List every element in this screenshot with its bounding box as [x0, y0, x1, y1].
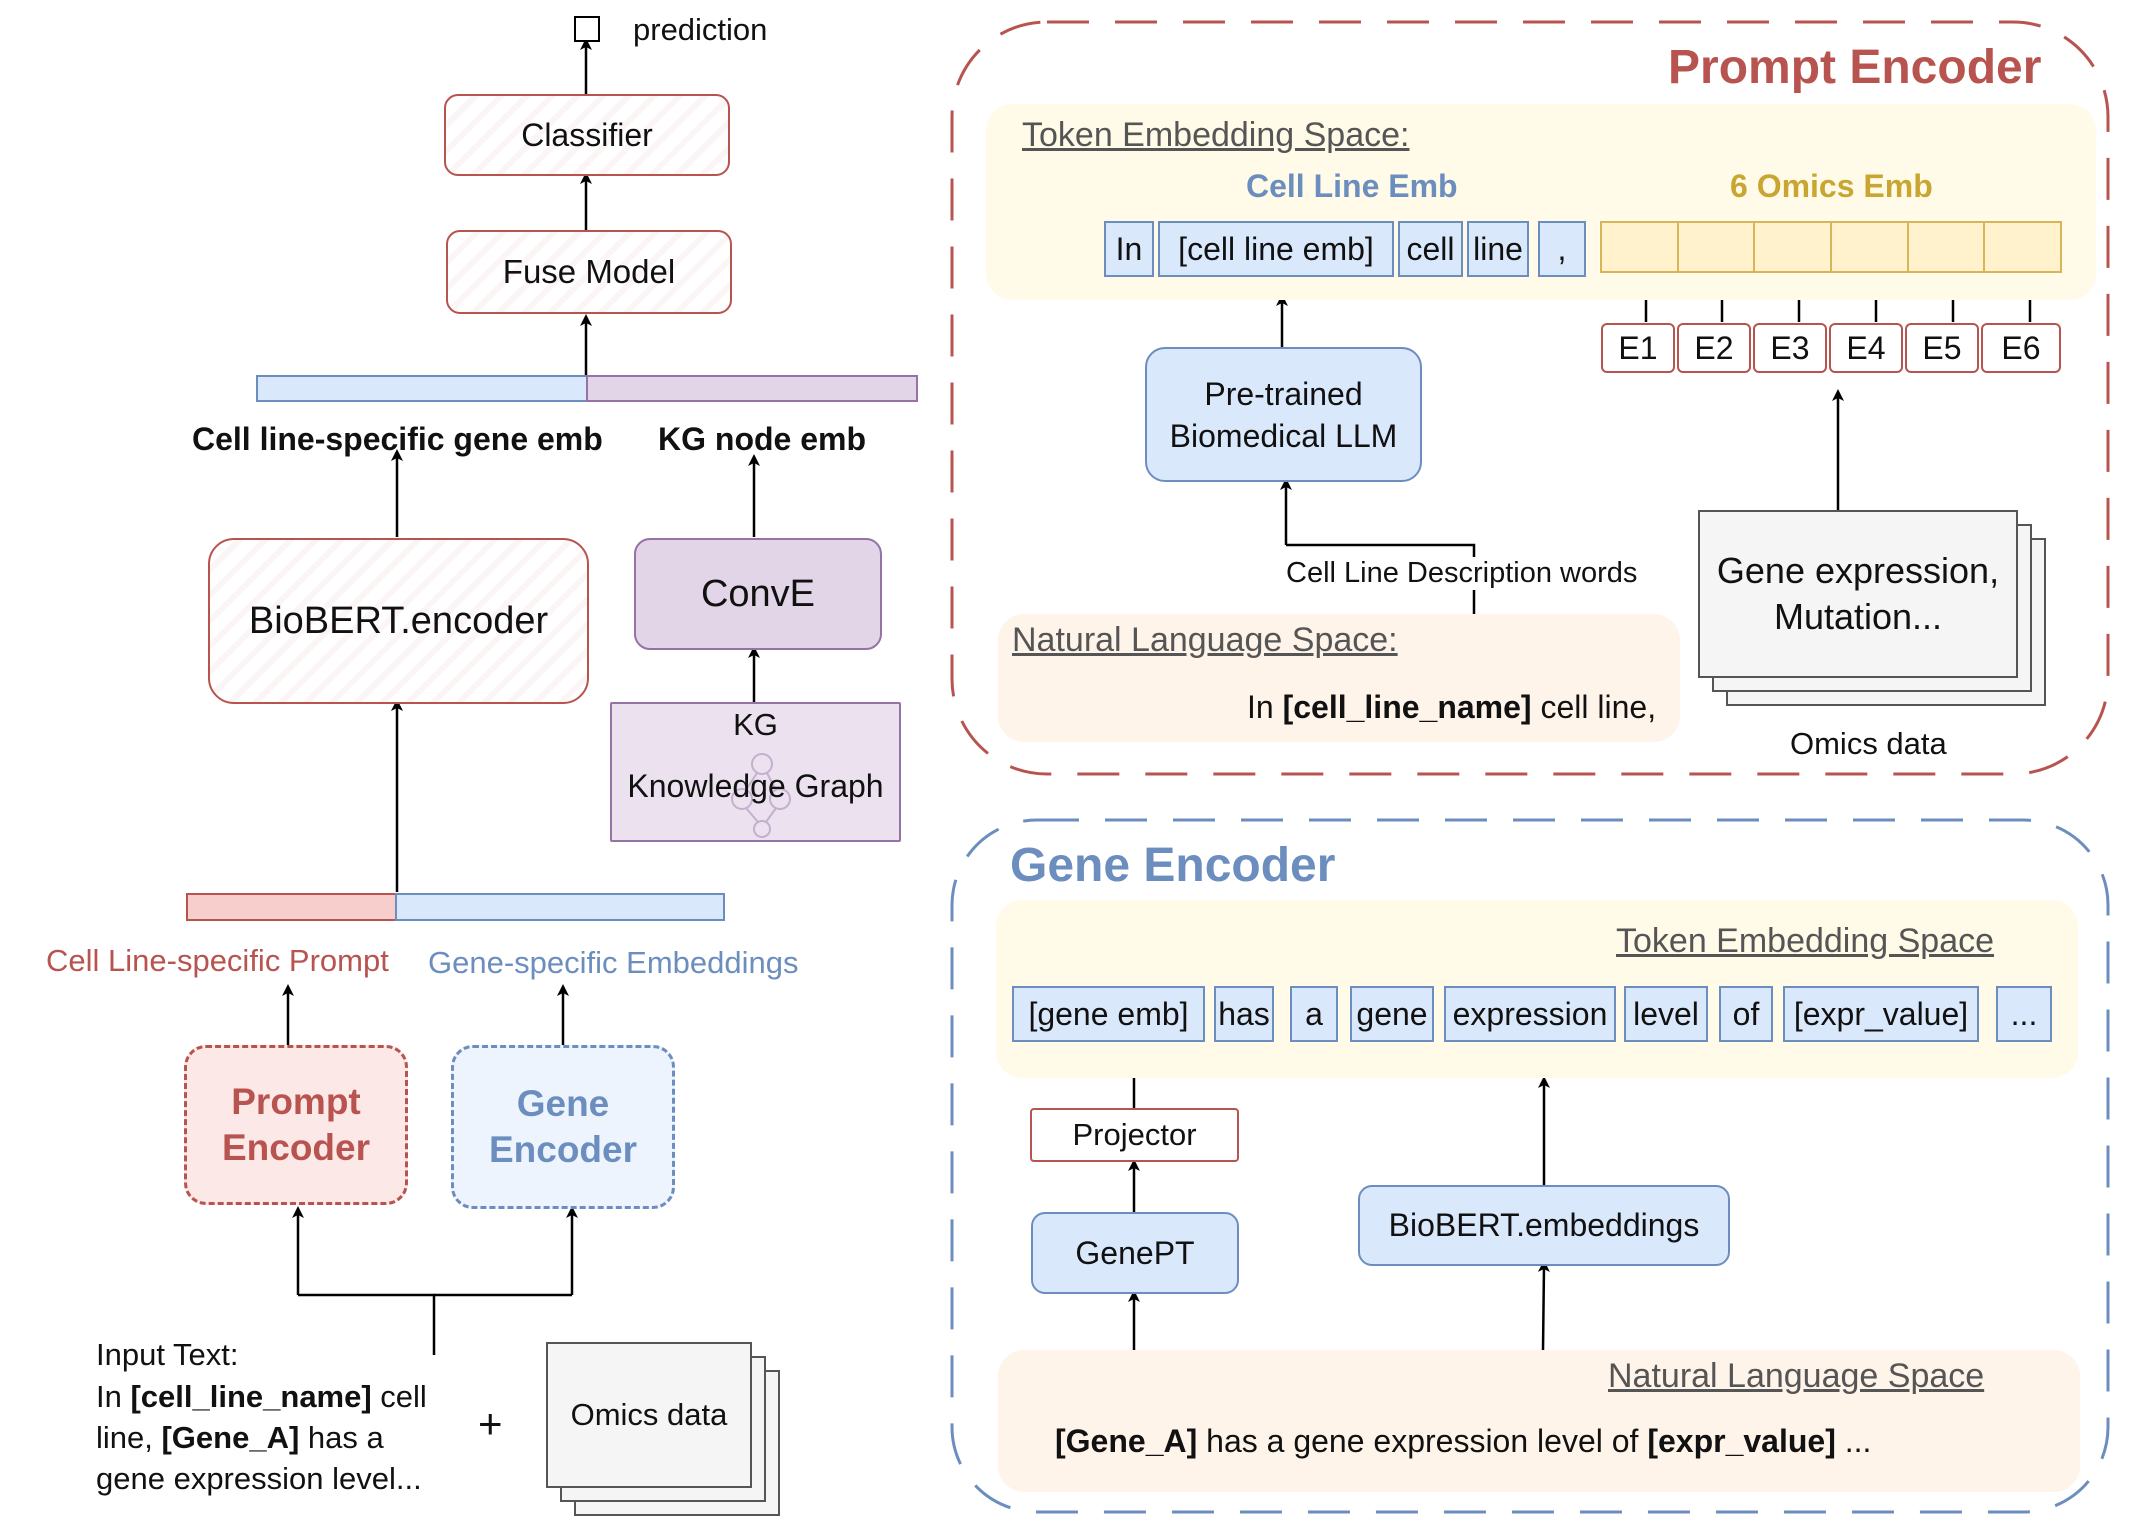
gene-emb-label: Gene-specific Embeddings — [428, 945, 799, 980]
prompt-encoder-title: Prompt Encoder — [1668, 41, 2042, 94]
prompt-encoder-block: Prompt Encoder — [184, 1045, 408, 1205]
pe-token-space-label: Token Embedding Space: — [1022, 116, 1410, 154]
classifier-box: Classifier — [444, 94, 730, 176]
gene-encoder-line1: Gene — [516, 1083, 610, 1124]
prompt-encoder-region — [950, 20, 2110, 776]
omics-e-box: E6 — [1981, 323, 2061, 373]
input-text-line2: line, [Gene_A] has a — [96, 1420, 384, 1455]
pe-nl-space-panel — [998, 614, 1680, 742]
omics-caption: Omics data — [1790, 726, 1947, 761]
ge-token: expression — [1444, 986, 1616, 1042]
prompt-encoder-line1: Prompt — [231, 1081, 361, 1122]
input-text-block: Input Text: In [cell_line_name] cell lin… — [96, 1334, 476, 1499]
prompt-embedding-bar — [186, 893, 397, 921]
projector-box: Projector — [1030, 1108, 1239, 1162]
biobert-encoder-box: BioBERT.encoder — [208, 538, 589, 704]
ge-nl-space-panel — [998, 1350, 2080, 1492]
omics-right-line1: Gene expression, — [1716, 550, 2000, 591]
omics-e-box: E1 — [1601, 323, 1675, 373]
prediction-label: prediction — [633, 12, 768, 47]
pe-token: In — [1104, 221, 1154, 277]
omics-e-box: E2 — [1677, 323, 1751, 373]
omics-emb-label: 6 Omics Emb — [1730, 168, 1933, 204]
gene-encoder-title: Gene Encoder — [1010, 839, 1336, 892]
fuse-model-box: Fuse Model — [446, 230, 732, 314]
omics-e-box: E3 — [1753, 323, 1827, 373]
ge-token: ... — [1996, 986, 2052, 1042]
ge-token: a — [1290, 986, 1338, 1042]
ge-nl-sentence: [Gene_A] has a gene expression level of … — [1055, 1423, 1872, 1459]
kg-node-emb-bar — [586, 375, 918, 402]
pe-token: , — [1538, 221, 1586, 277]
input-text-line3: gene expression level... — [96, 1461, 422, 1496]
omics-data-left-label: Omics data — [570, 1397, 728, 1432]
gene-encoder-region — [950, 818, 2110, 1514]
omics-emb-cells — [1600, 221, 2063, 273]
ge-token: gene — [1350, 986, 1434, 1042]
biobert-embeddings-box: BioBERT.embeddings — [1358, 1185, 1730, 1266]
gene-embedding-bar — [395, 893, 725, 921]
genept-box: GenePT — [1031, 1212, 1239, 1294]
cell-gene-emb-bar — [256, 375, 588, 402]
input-text-title: Input Text: — [96, 1337, 239, 1372]
cell-gene-emb-label: Cell line-specific gene emb — [192, 421, 603, 457]
omics-right-line2: Mutation... — [1773, 596, 1943, 637]
cell-line-emb-label: Cell Line Emb — [1246, 168, 1458, 204]
prediction-box — [574, 16, 600, 42]
kg-subtitle: Knowledge Graph — [627, 767, 884, 804]
llm-line2: Biomedical LLM — [1169, 417, 1398, 454]
omics-e-box: E4 — [1829, 323, 1903, 373]
plus-sign: + — [478, 1400, 503, 1447]
omics-stack-right: Gene expression, Mutation... — [1698, 510, 2058, 710]
ge-token: of — [1719, 986, 1773, 1042]
description-words-label: Cell Line Description words — [1284, 557, 1640, 590]
pe-nl-sentence: In [cell_line_name] cell line, — [1247, 689, 1657, 725]
ge-token: [gene emb] — [1012, 986, 1205, 1042]
llm-line1: Pre-trained — [1204, 375, 1363, 412]
prompt-encoder-line2: Encoder — [221, 1127, 371, 1168]
ge-token: has — [1214, 986, 1274, 1042]
ge-token: level — [1624, 986, 1708, 1042]
pe-token: line — [1467, 221, 1529, 277]
pe-nl-space-label: Natural Language Space: — [1012, 621, 1398, 659]
kg-node-emb-label: KG node emb — [658, 421, 867, 457]
gene-encoder-line2: Encoder — [488, 1129, 638, 1170]
cell-prompt-label: Cell Line-specific Prompt — [46, 943, 389, 978]
input-text-line1: In [cell_line_name] cell — [96, 1379, 427, 1414]
knowledge-graph-box: KG Knowledge Graph — [610, 702, 901, 842]
kg-title: KG — [733, 707, 778, 742]
omics-e-box: E5 — [1905, 323, 1979, 373]
pe-token: [cell line emb] — [1158, 221, 1394, 277]
ge-nl-space-label: Natural Language Space — [1608, 1357, 1985, 1395]
biomedical-llm-box: Pre-trained Biomedical LLM — [1145, 347, 1422, 482]
graph-icon — [731, 753, 791, 838]
ge-token-space-label: Token Embedding Space — [1616, 922, 1995, 960]
pe-token: cell — [1398, 221, 1463, 277]
conve-box: ConvE — [634, 538, 882, 650]
ge-token: [expr_value] — [1783, 986, 1979, 1042]
omics-stack-left: Omics data — [546, 1342, 786, 1522]
gene-encoder-block: Gene Encoder — [451, 1045, 675, 1209]
arrow-nl-to-biobert-emb — [1537, 1260, 1550, 1351]
